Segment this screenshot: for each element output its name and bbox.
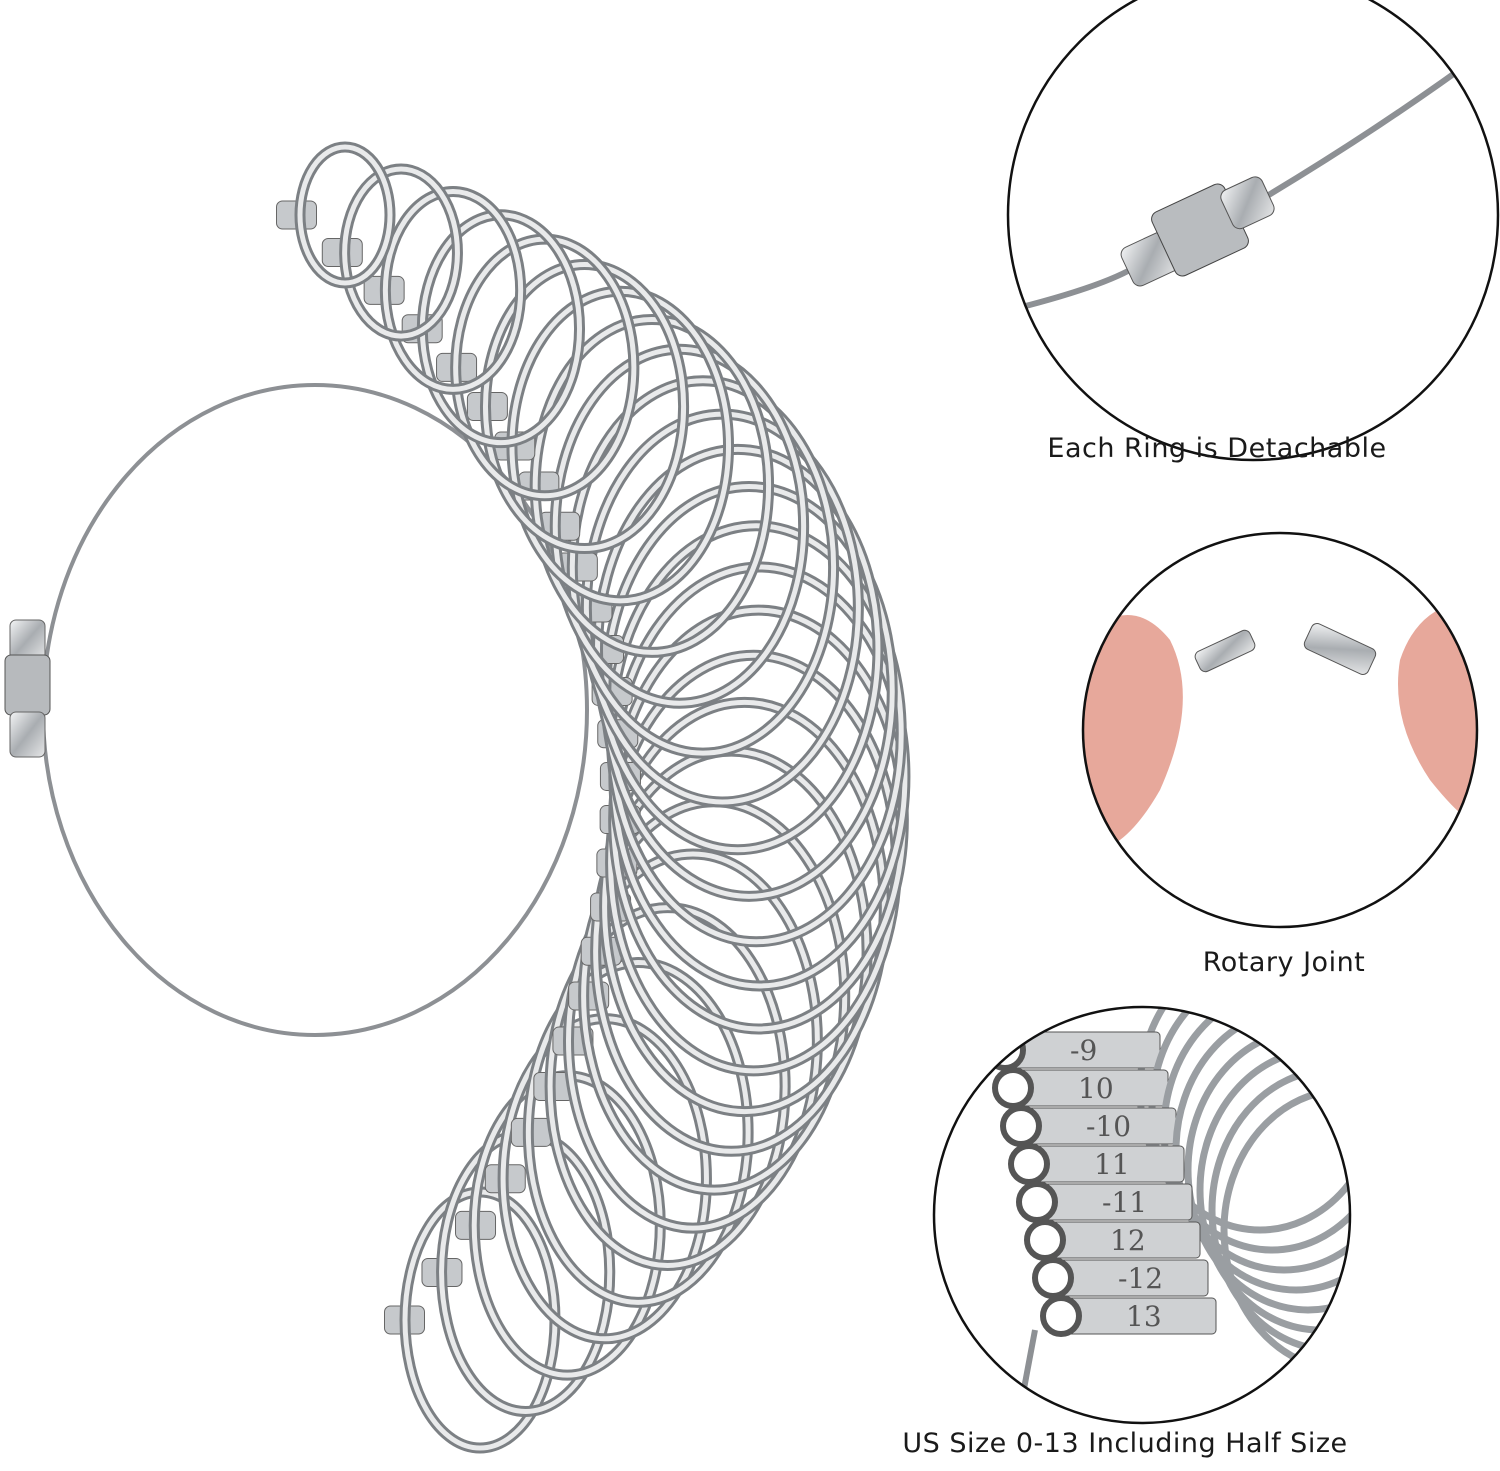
caption-size-range: US Size 0-13 Including Half Size bbox=[902, 1428, 1348, 1459]
inset-size-labels: -9 10 -10 11 -11 12 -12 13 bbox=[932, 1005, 1352, 1425]
size-label: 11 bbox=[1094, 1148, 1130, 1181]
inset-detachable bbox=[1006, 0, 1500, 462]
size-label: -9 bbox=[1070, 1034, 1097, 1067]
size-label: 10 bbox=[1078, 1072, 1114, 1105]
inset-rotary-joint bbox=[1081, 531, 1479, 929]
caption-detachable: Each Ring is Detachable bbox=[1047, 433, 1387, 464]
size-label: -10 bbox=[1086, 1110, 1131, 1143]
size-label: -11 bbox=[1102, 1186, 1147, 1219]
screw-joint bbox=[4, 619, 51, 758]
ring-sizer-set bbox=[276, 141, 911, 1454]
size-label: 12 bbox=[1110, 1224, 1146, 1257]
size-label: -12 bbox=[1118, 1262, 1163, 1295]
caption-rotary-joint: Rotary Joint bbox=[1202, 947, 1366, 978]
size-label: 13 bbox=[1126, 1300, 1162, 1333]
